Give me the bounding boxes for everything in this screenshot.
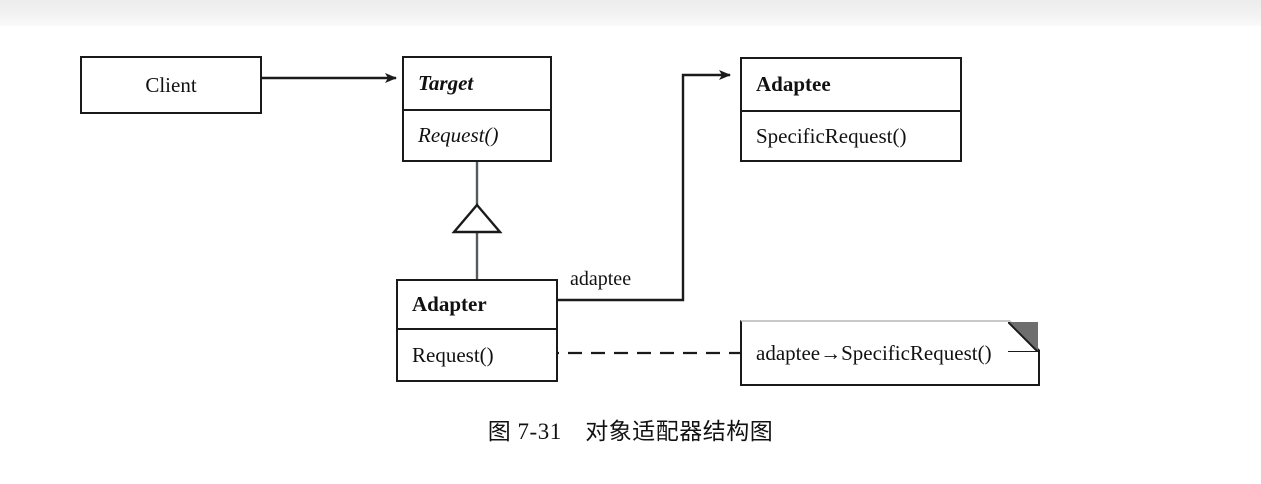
association-role-label-adaptee: adaptee — [570, 268, 632, 290]
class-name-adaptee: Adaptee — [756, 72, 831, 96]
class-operation-target-request: Request() — [404, 109, 550, 160]
note-body — [740, 320, 1040, 386]
class-box-adapter[interactable]: Adapter Request() — [396, 279, 558, 382]
scan-top-band — [0, 0, 1261, 26]
class-box-client[interactable]: Client — [80, 56, 262, 114]
class-name-adapter: Adapter — [412, 292, 487, 316]
class-operation-adaptee-specificrequest: SpecificRequest() — [742, 110, 960, 160]
class-operation-adapter-request: Request() — [398, 328, 556, 380]
class-box-target[interactable]: Target Request() — [402, 56, 552, 162]
class-box-adaptee[interactable]: Adaptee SpecificRequest() — [740, 57, 962, 162]
figure-caption: 图 7-31 对象适配器结构图 — [487, 419, 774, 444]
class-name-target: Target — [418, 71, 474, 95]
generalization-triangle-icon — [451, 203, 503, 234]
class-name-client: Client — [145, 72, 197, 97]
note-text: adaptee→SpecificRequest() — [756, 340, 992, 365]
edge-adapter-to-adaptee — [558, 70, 731, 302]
note-box[interactable]: adaptee→SpecificRequest() — [740, 320, 1040, 386]
edge-adapter-to-target-generalization — [451, 162, 503, 279]
note-fold-edge-icon — [1008, 322, 1038, 352]
